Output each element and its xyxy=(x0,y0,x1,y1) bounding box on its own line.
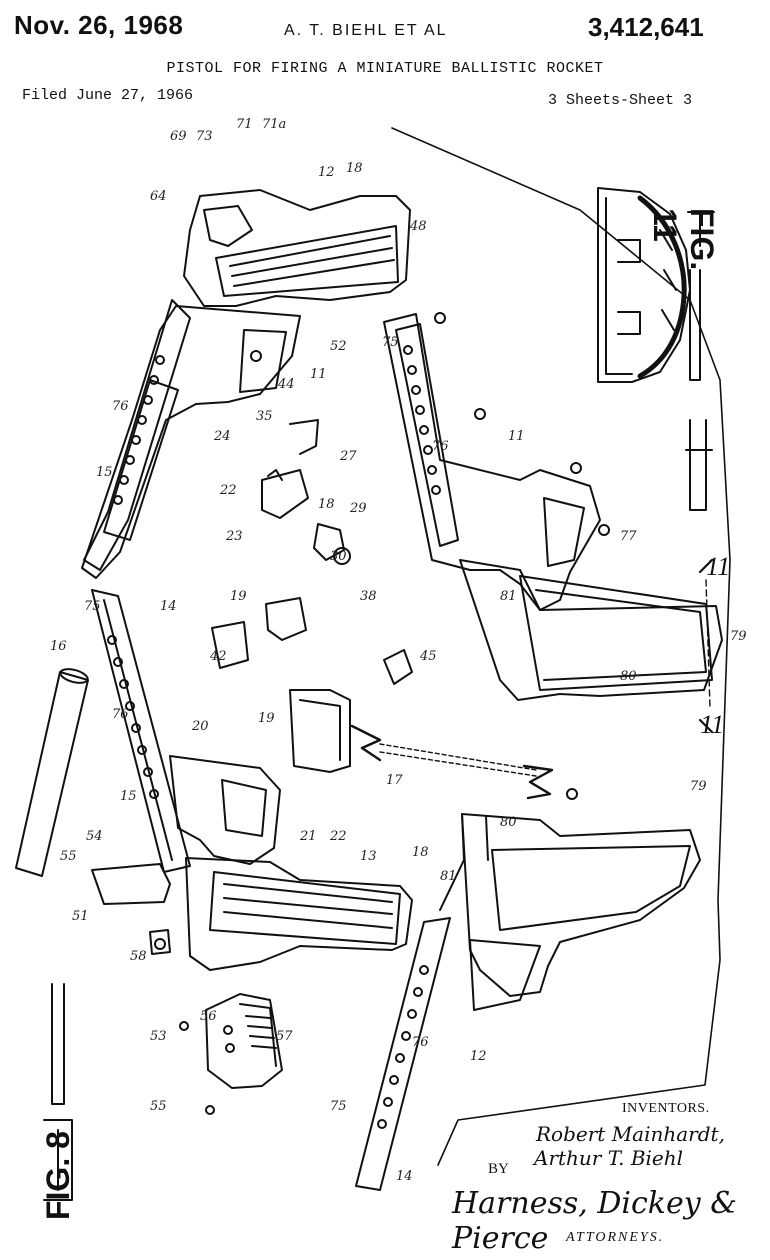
ref-numeral: 23 xyxy=(225,529,243,544)
ref-numeral: 30 xyxy=(330,549,347,564)
ref-numeral: 76 xyxy=(112,399,129,414)
ref-numeral: 79 xyxy=(690,779,707,794)
inventor-name-2: Arthur T. Biehl xyxy=(534,1146,684,1170)
ref-numeral: 54 xyxy=(86,829,103,844)
ref-numeral: 14 xyxy=(160,599,177,614)
ref-numeral: 15 xyxy=(96,465,113,480)
ref-numeral: 17 xyxy=(386,773,403,788)
ref-numeral: 44 xyxy=(277,377,295,392)
upper-barrel-slide xyxy=(83,299,191,571)
ref-numeral: 69 xyxy=(170,129,187,144)
lower-right-slide xyxy=(355,917,541,1191)
ref-numeral: 12 xyxy=(318,165,335,180)
sheet-count: 3 Sheets-Sheet 3 xyxy=(548,92,693,109)
patent-title: PISTOL FOR FIRING A MINIATURE BALLISTIC … xyxy=(166,60,604,77)
ref-numeral: 45 xyxy=(419,649,437,664)
ref-numeral: 18 xyxy=(346,161,363,176)
lower-frame-body xyxy=(185,857,413,971)
section-detail-view xyxy=(597,187,691,383)
inventor-name-1: Robert Mainhardt, xyxy=(536,1122,725,1146)
ref-numeral: 11 xyxy=(508,429,525,444)
section-cut-line xyxy=(705,579,711,709)
ref-numeral: 42 xyxy=(209,649,227,664)
barrel-tube xyxy=(15,668,89,877)
reference-numerals: 69 73 71 71a 64 12 18 48 52 11 44 76 15 … xyxy=(50,117,747,1184)
hammer-parts xyxy=(91,863,171,955)
filed-date: Filed June 27, 1966 xyxy=(22,87,194,104)
ref-numeral: 18 xyxy=(412,845,429,860)
ref-numeral: 14 xyxy=(396,1169,413,1184)
ref-numeral: 12 xyxy=(470,1049,487,1064)
figure-label-upper: FIG. 11 xyxy=(647,208,720,271)
ref-numeral: 19 xyxy=(230,589,247,604)
ref-numeral: 80 xyxy=(620,669,637,684)
ref-numeral: 79 xyxy=(730,629,747,644)
ref-numeral: 52 xyxy=(330,339,347,354)
patent-date: Nov. 26, 1968 xyxy=(14,10,184,40)
ref-numeral: 73 xyxy=(196,129,213,144)
ref-numeral: 24 xyxy=(213,429,231,444)
ref-numeral: 53 xyxy=(150,1029,167,1044)
ref-numeral: 76 xyxy=(112,707,129,722)
lower-left-frame xyxy=(169,755,281,865)
ref-numeral: 58 xyxy=(130,949,147,964)
ref-numeral: 55 xyxy=(60,849,77,864)
ref-numeral: 16 xyxy=(50,639,67,654)
ref-numeral: 27 xyxy=(339,449,357,464)
upper-frame-assembly xyxy=(183,189,411,307)
figure-label-lower: FIG. 8 xyxy=(40,1131,76,1220)
ref-numeral: 29 xyxy=(349,501,367,516)
ref-numeral: 77 xyxy=(620,529,637,544)
trigger-parts-cluster xyxy=(211,419,413,685)
ref-numeral: 71a xyxy=(262,117,286,132)
magazine-and-spring xyxy=(289,689,554,800)
right-grip-frame xyxy=(459,559,723,701)
screws xyxy=(179,312,610,1115)
ref-numeral: 19 xyxy=(258,711,275,726)
ref-numeral: 55 xyxy=(150,1099,167,1114)
ref-numeral: 51 xyxy=(72,909,89,924)
ref-numeral: 15 xyxy=(120,789,137,804)
ref-numeral: 22 xyxy=(329,829,347,844)
by-label: BY xyxy=(488,1161,509,1177)
upper-receiver-grip xyxy=(81,305,301,579)
ref-numeral: 35 xyxy=(256,409,273,424)
ref-numeral: 20 xyxy=(191,719,209,734)
ref-numeral: 38 xyxy=(360,589,377,604)
ref-numeral: 48 xyxy=(409,219,427,234)
ref-numeral: 71 xyxy=(236,117,253,132)
ref-numeral: 81 xyxy=(440,869,457,884)
ref-numeral: 75 xyxy=(84,599,101,614)
attorney-firm-signature: Harness, Dickey & Pierce xyxy=(452,1186,737,1256)
ref-numeral: 81 xyxy=(500,589,517,604)
lower-barrel-slide xyxy=(91,589,191,873)
ref-numeral: 21 xyxy=(299,829,317,844)
right-pistol-half xyxy=(383,313,601,611)
ref-numeral: 64 xyxy=(150,189,167,204)
attorneys-label: ATTORNEYS. xyxy=(566,1230,665,1245)
ref-numeral: 80 xyxy=(500,815,517,830)
ref-numeral: 76 xyxy=(412,1035,429,1050)
bolt-block-part xyxy=(205,993,283,1089)
ref-numeral: 22 xyxy=(219,483,237,498)
section-marker-bottom: 11 xyxy=(700,710,725,739)
patent-number: 3,412,641 xyxy=(588,12,704,42)
section-bars-lower xyxy=(43,983,73,1201)
ref-numeral: 57 xyxy=(276,1029,293,1044)
inventor-header: A. T. BIEHL ET AL xyxy=(284,22,448,39)
ref-numeral: 75 xyxy=(382,335,399,350)
ref-numeral: 76 xyxy=(432,439,449,454)
view-boundary-line xyxy=(391,127,731,1166)
section-bars-upper xyxy=(685,211,715,511)
lower-right-pistol-half xyxy=(439,813,701,997)
ref-numeral: 56 xyxy=(200,1009,217,1024)
ref-numeral: 13 xyxy=(360,849,377,864)
inventors-label: INVENTORS. xyxy=(622,1101,710,1116)
ref-numeral: 11 xyxy=(310,367,327,382)
ref-numeral: 75 xyxy=(330,1099,347,1114)
section-marker-top: 11 xyxy=(706,552,731,581)
ref-numeral: 18 xyxy=(318,497,335,512)
